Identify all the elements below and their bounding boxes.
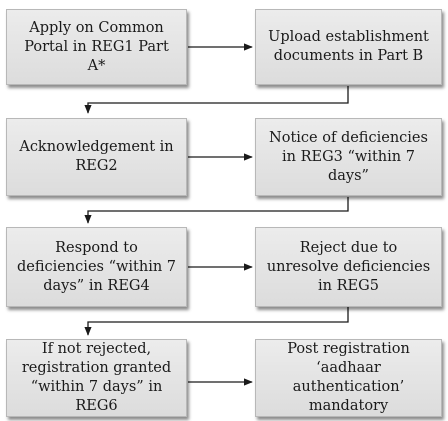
step-acknowledgement: Acknowledgement in REG2: [6, 118, 187, 196]
arrow-s6-to-s7: [84, 307, 349, 336]
step-upload-documents: Upload establishment documents in Part B: [255, 9, 442, 85]
step-reject-unresolved: Reject due to unresolve deficiencies in …: [255, 227, 442, 307]
step-registration-granted: If not rejected, registration granted “w…: [6, 339, 187, 417]
arrow-s2-to-s3: [84, 86, 349, 114]
arrow-s4-to-s5: [84, 197, 349, 224]
step-notice-of-deficiencies: Notice of deficiencies in REG3 “within 7…: [255, 118, 442, 196]
step-aadhaar-authentication: Post registration ‘aadhaar authenticatio…: [255, 339, 442, 417]
step-respond-to-deficiencies: Respond to deficiencies “within 7 days” …: [6, 227, 187, 307]
step-apply-common-portal: Apply on Common Portal in REG1 Part A*: [6, 9, 187, 85]
